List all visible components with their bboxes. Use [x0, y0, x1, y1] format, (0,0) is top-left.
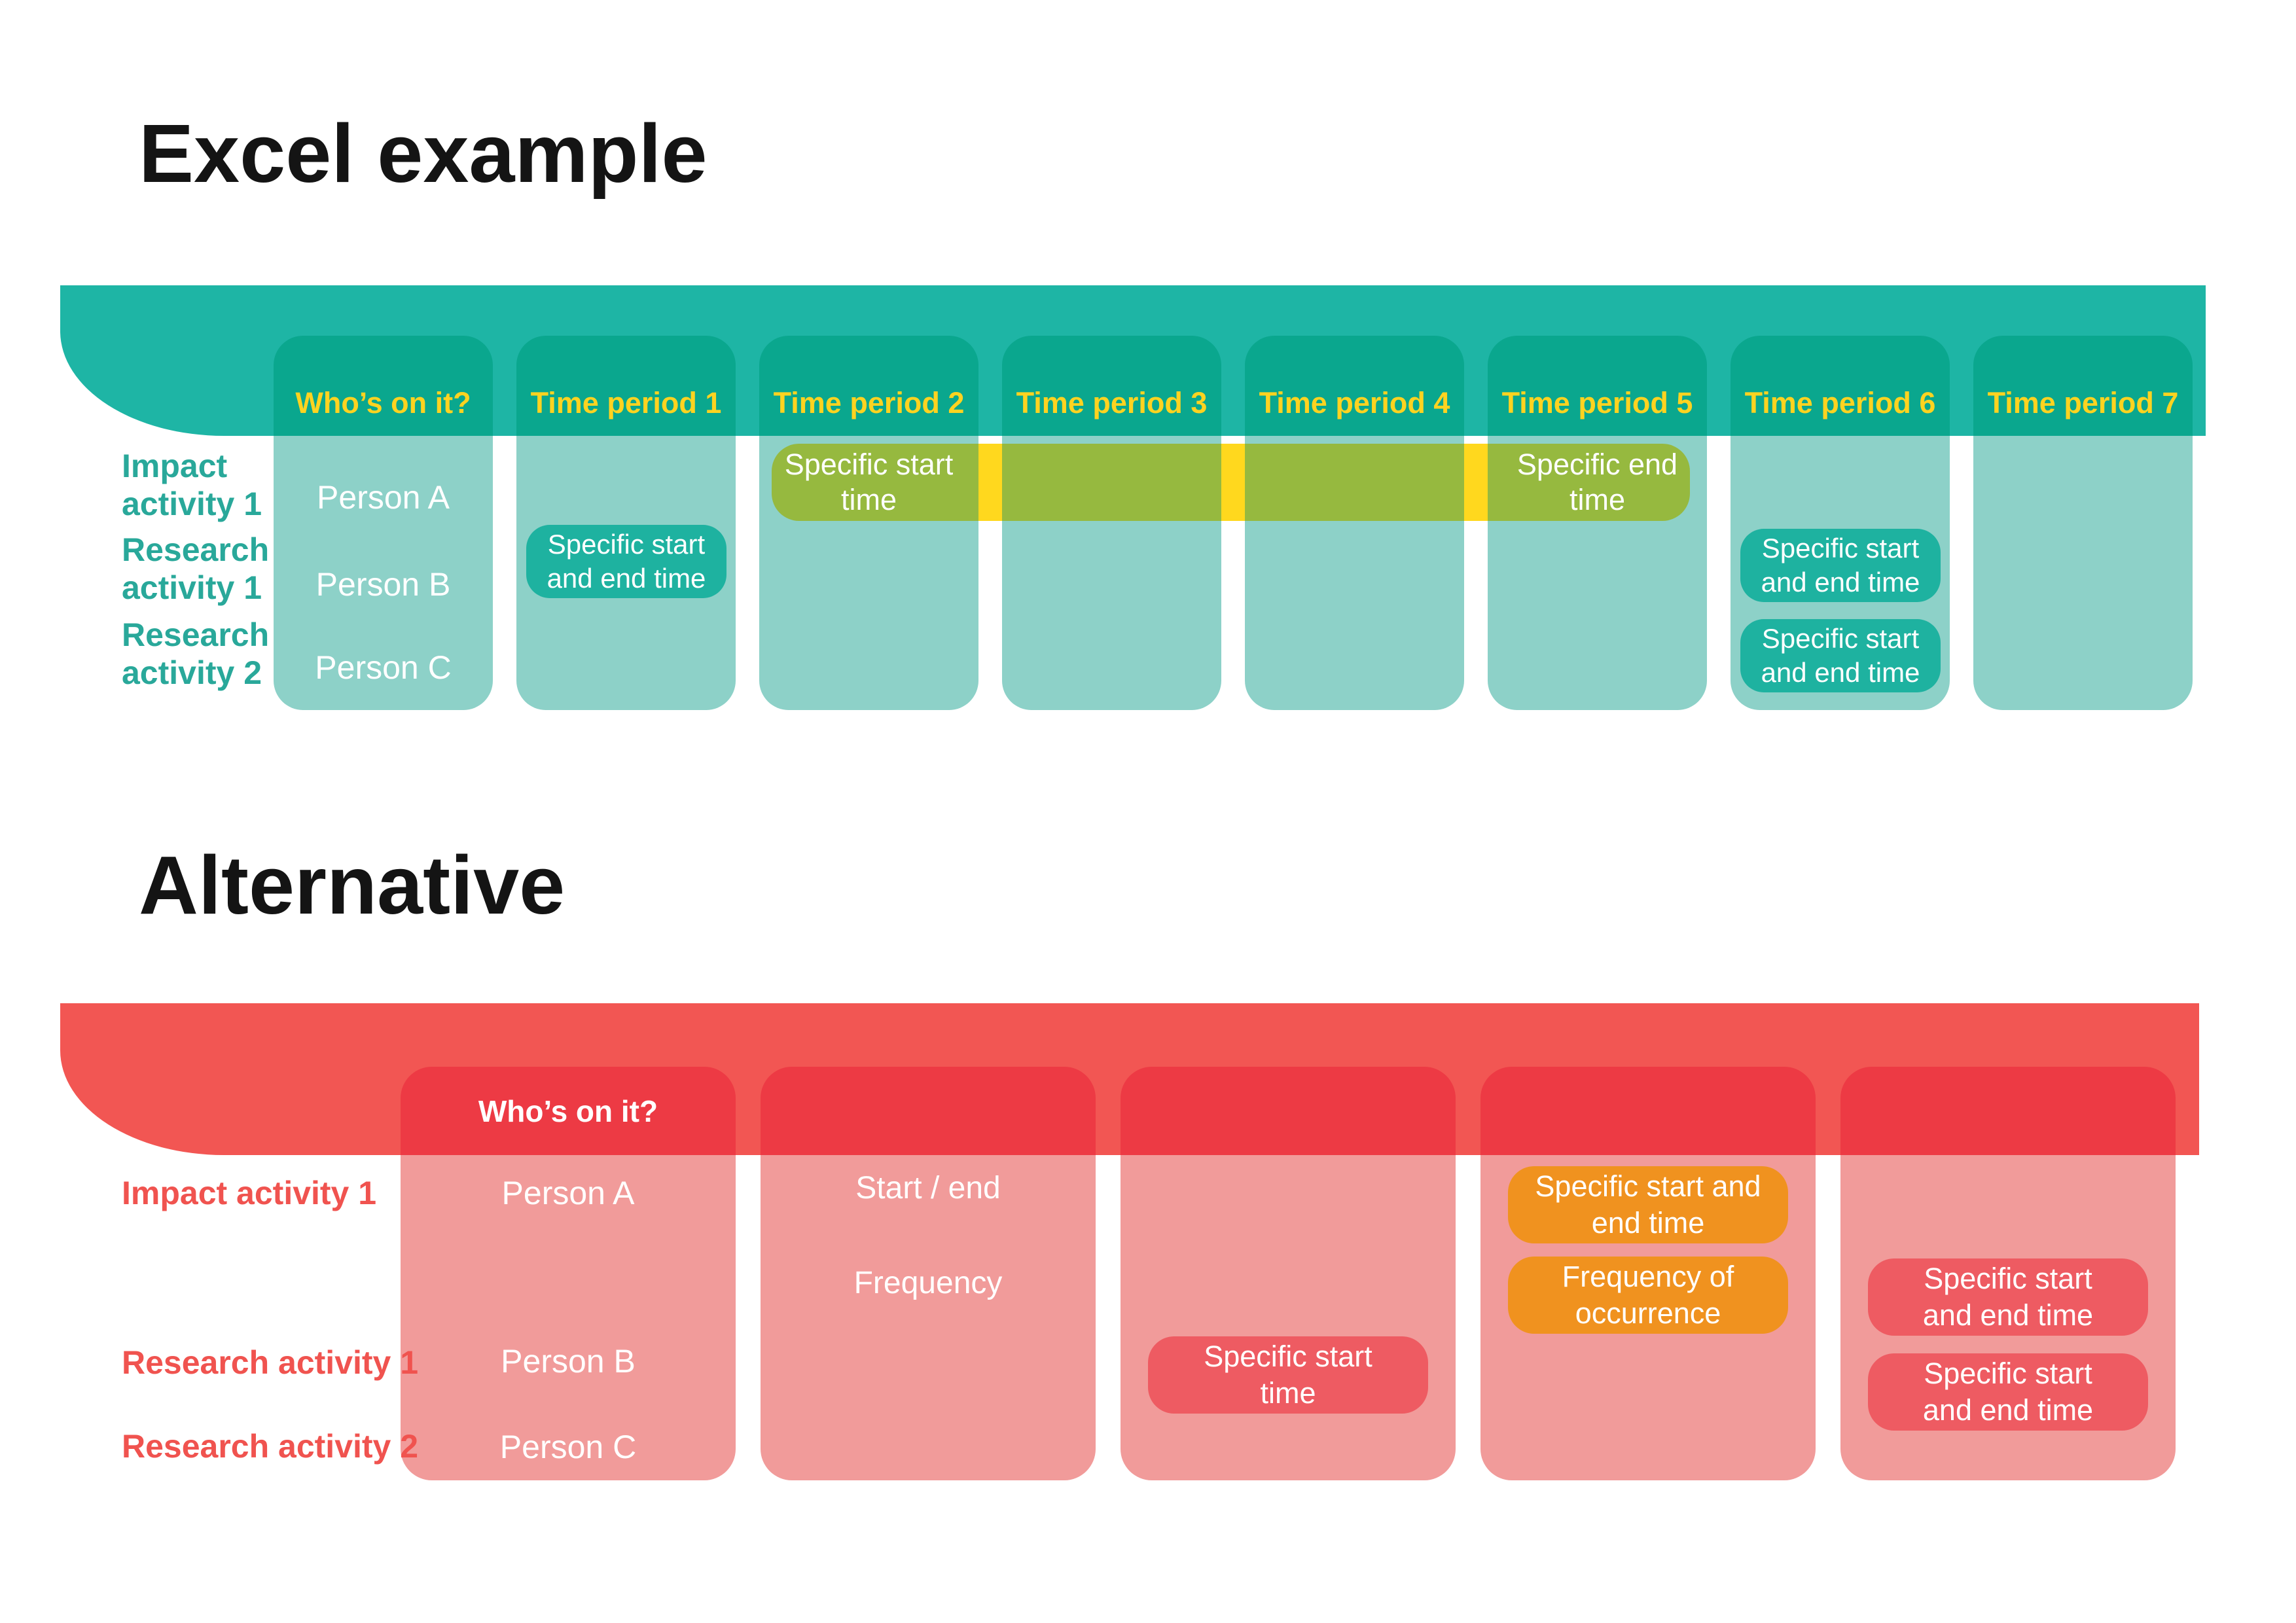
- gantt-bar-gap-connector: [978, 444, 1002, 521]
- excel-badge-tp6-start-end-2: Specific start and end time: [1740, 619, 1941, 692]
- alternative-column-body: [761, 1155, 1096, 1480]
- excel-column-whos-on-it: Who’s on it?: [274, 336, 493, 710]
- alternative-row-label-research-activity-2: Research activity 2: [122, 1428, 419, 1465]
- excel-row-label-impact-activity-1: Impact activity 1: [122, 448, 262, 522]
- alternative-cell-frequency: Frequency: [853, 1266, 1003, 1300]
- alternative-cell-person-a: Person A: [501, 1175, 635, 1211]
- excel-column-time-period-7: Time period 7: [1973, 336, 2193, 710]
- excel-column-header-whos-on-it: Who’s on it?: [295, 386, 471, 419]
- excel-column-time-period-5: Time period 5: [1488, 336, 1707, 710]
- excel-column-body: [1973, 436, 2193, 710]
- alternative-badge-red-start-end-time-1: Specific start and end time: [1868, 1258, 2148, 1336]
- excel-cell-person-a: Person A: [317, 479, 450, 516]
- excel-cell-person-b: Person B: [315, 566, 451, 603]
- excel-section-title: Excel example: [139, 107, 708, 200]
- excel-row-label-research-activity-1: Research activity 1: [122, 531, 270, 606]
- excel-column-body: [274, 436, 493, 710]
- excel-column-header-time-period-4: Time period 4: [1259, 386, 1450, 419]
- alternative-cell-person-b: Person B: [501, 1343, 636, 1380]
- alternative-column-body: [1121, 1155, 1456, 1480]
- excel-column-header-time-period-5: Time period 5: [1501, 386, 1693, 419]
- excel-column-header-time-period-6: Time period 6: [1744, 386, 1936, 419]
- alternative-column-2: [761, 1067, 1096, 1480]
- alternative-row-label-research-activity-1: Research activity 1: [122, 1344, 419, 1381]
- excel-column-time-period-1: Time period 1: [516, 336, 736, 710]
- excel-column-header-time-period-1: Time period 1: [530, 386, 722, 419]
- alternative-column-body: [401, 1155, 736, 1480]
- gantt-bar-end-label: Specific end time: [1516, 448, 1678, 516]
- alternative-row-label-impact-activity-1: Impact activity 1: [122, 1175, 377, 1211]
- alternative-column-whos-on-it: Who’s on it?: [401, 1067, 736, 1480]
- excel-column-time-period-4: Time period 4: [1245, 336, 1464, 710]
- gantt-bar-gap-connector: [1464, 444, 1488, 521]
- alternative-cell-person-c: Person C: [499, 1429, 637, 1465]
- alternative-badge-specific-start-time: Specific start time: [1148, 1336, 1428, 1414]
- excel-column-header-time-period-3: Time period 3: [1016, 386, 1208, 419]
- alternative-badge-red-start-end-time-2: Specific start and end time: [1868, 1353, 2148, 1431]
- excel-column-time-period-2: Time period 2: [759, 336, 978, 710]
- alternative-section-title: Alternative: [139, 839, 565, 931]
- alternative-column-header-whos-on-it: Who’s on it?: [478, 1094, 658, 1128]
- excel-column-header-time-period-2: Time period 2: [773, 386, 965, 419]
- alternative-cell-start-end: Start / end: [855, 1171, 1001, 1205]
- alternative-column-3: [1121, 1067, 1456, 1480]
- alternative-badge-orange-frequency: Frequency of occurrence: [1508, 1257, 1788, 1334]
- excel-row-label-research-activity-2: Research activity 2: [122, 616, 270, 691]
- excel-cell-person-c: Person C: [315, 649, 452, 686]
- excel-badge-tp1-start-end: Specific start and end time: [526, 525, 726, 598]
- alternative-badge-orange-start-end-time: Specific start and end time: [1508, 1166, 1788, 1243]
- gantt-bar-start-label: Specific start time: [784, 448, 954, 516]
- gantt-bar-gap-connector: [1221, 444, 1245, 521]
- excel-column-header-time-period-7: Time period 7: [1987, 386, 2179, 419]
- excel-column-time-period-3: Time period 3: [1002, 336, 1221, 710]
- excel-badge-tp6-start-end-1: Specific start and end time: [1740, 529, 1941, 602]
